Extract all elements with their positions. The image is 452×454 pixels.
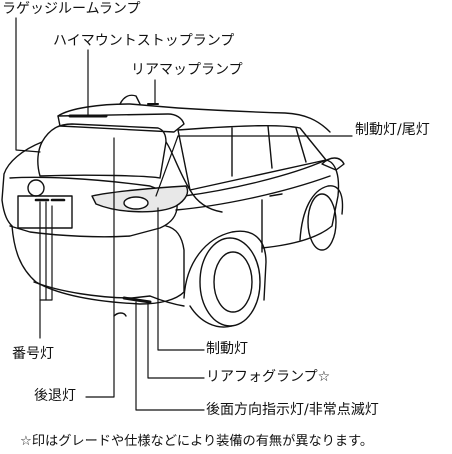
label-brake-lamp: 制動灯 <box>206 341 248 357</box>
rear-fog-lamp-shape <box>122 296 152 304</box>
rear-window <box>37 123 167 179</box>
license-plate-area <box>17 195 73 229</box>
lamps <box>17 114 189 317</box>
side-windows <box>177 124 327 191</box>
side-mirror <box>321 157 345 171</box>
leader-brake-tail-lamp-drop <box>155 135 179 197</box>
front-wheel-arch <box>299 185 344 241</box>
leader-lines <box>15 17 353 411</box>
window-pillar-2 <box>267 125 273 169</box>
rear-combination-lamp-bulb <box>123 196 149 210</box>
leader-rear-turn-hazard-lamp <box>135 301 205 411</box>
label-rear-map-lamp: リアマップランプ <box>131 62 243 78</box>
leader-luggage-room-lamp <box>15 17 41 153</box>
body-side <box>183 159 340 249</box>
label-rear-turn-hazard-lamp: 後面方向指示灯/非常点滅灯 <box>206 402 379 418</box>
label-high-mount-stop-lamp: ハイマウントストップランプ <box>53 33 235 49</box>
label-luggage-room-lamp: ラゲッジルームランプ <box>2 1 141 17</box>
car-body <box>1 94 345 328</box>
door-handle <box>269 193 283 197</box>
label-rear-fog-lamp: リアフォグランプ☆ <box>206 369 331 385</box>
rear-wheel-arch <box>183 230 267 301</box>
leader-license-plate-lamp-join <box>39 205 53 301</box>
rear-wheel <box>199 237 261 327</box>
footnote-equipment-note: ☆印はグレードや仕様などにより装備の有無が異なります。 <box>20 434 374 449</box>
rear-tire-bottom <box>189 305 233 328</box>
shark-fin-antenna <box>119 94 141 105</box>
body-side-crease <box>175 175 331 211</box>
rear-spoiler <box>57 113 185 133</box>
rear-left-edge <box>1 141 43 227</box>
rear-wheel-rim <box>213 251 253 313</box>
window-pillar-3 <box>295 127 307 163</box>
front-wheel <box>307 193 337 251</box>
label-license-plate-lamp: 番号灯 <box>12 346 54 362</box>
label-brake-tail-lamp: 制動灯/尾灯 <box>355 122 430 138</box>
emblem <box>27 179 45 197</box>
roof-outline <box>57 103 331 133</box>
leader-reverse-lamp <box>85 137 115 398</box>
rear-hatch <box>9 176 178 238</box>
label-reverse-lamp: 後退灯 <box>34 388 76 404</box>
leader-rear-fog-lamp <box>147 301 205 379</box>
c-pillar <box>165 141 223 213</box>
exhaust <box>113 312 127 317</box>
leader-brake-lamp <box>157 207 205 351</box>
rear-bumper <box>11 225 185 305</box>
